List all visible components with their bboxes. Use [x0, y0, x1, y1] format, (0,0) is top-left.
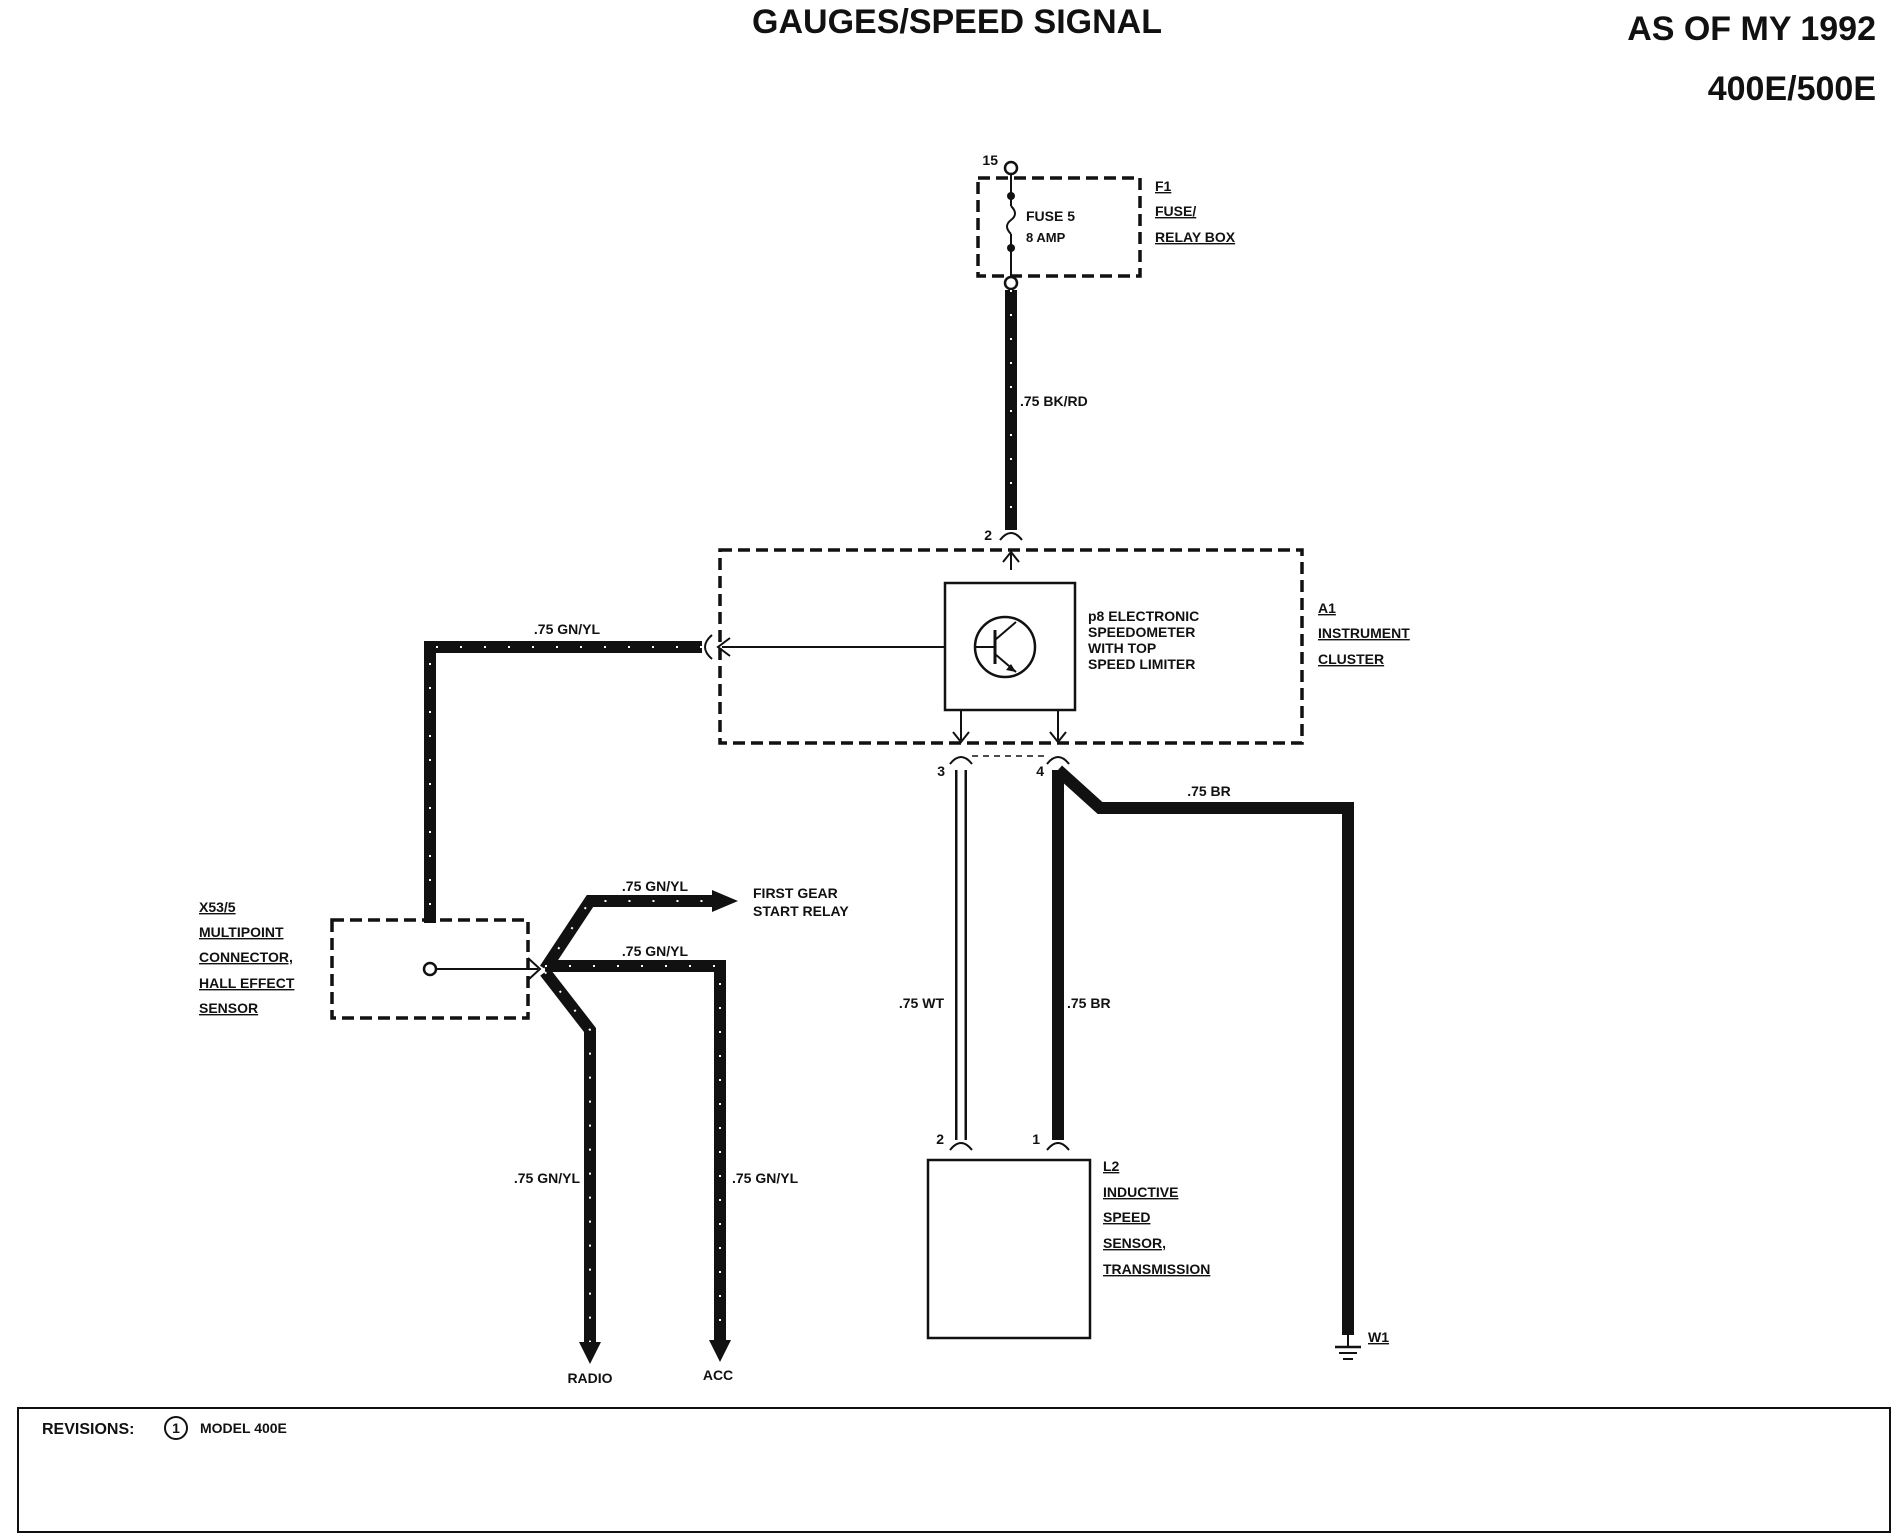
wire-relay: .75 GN/YL FIRST GEAR START RELAY: [539, 878, 849, 973]
sensor-name-1: INDUCTIVE: [1103, 1184, 1178, 1200]
cluster-pin-2: 2: [984, 527, 992, 543]
wire-radio: .75 GN/YL RADIO: [514, 968, 613, 1386]
arrow-acc-icon: [709, 1340, 731, 1362]
connector-name-2: CONNECTOR,: [199, 949, 293, 965]
arrow-relay-icon: [712, 890, 738, 912]
revision-mark-icon: [164, 1416, 188, 1440]
connector-name-4: SENSOR: [199, 1000, 258, 1016]
wire-sensor-wt-label: .75 WT: [899, 995, 945, 1011]
fuse-name-1: FUSE/: [1155, 203, 1196, 219]
multipoint-connector: X53/5 MULTIPOINT CONNECTOR, HALL EFFECT …: [199, 899, 542, 1020]
wire-ground: .75 BR W1: [1053, 765, 1389, 1360]
speedometer-module: [943, 581, 1077, 712]
wire-relay-label: .75 GN/YL: [622, 878, 689, 894]
revisions-box: REVISIONS: 1 MODEL 400E: [17, 1407, 1891, 1533]
pin-2-connector-icon: [999, 532, 1023, 541]
device-label-3: WITH TOP: [1088, 640, 1156, 656]
connector-name-1: MULTIPOINT: [199, 924, 284, 940]
cluster-pin-3: 3: [937, 763, 945, 779]
speed-sensor: L2 INDUCTIVE SPEED SENSOR, TRANSMISSION: [926, 1158, 1210, 1340]
transistor-icon: [973, 615, 1037, 679]
pin-3-connector-icon: [949, 756, 973, 765]
instrument-cluster: p8 ELECTRONIC SPEEDOMETER WITH TOP SPEED…: [716, 548, 1410, 745]
arrow-radio-icon: [579, 1342, 601, 1364]
cluster-ref: A1: [1318, 600, 1336, 616]
device-label-2: SPEEDOMETER: [1088, 624, 1195, 640]
ground-ref: W1: [1368, 1329, 1389, 1345]
connector-name-3: HALL EFFECT: [199, 975, 295, 991]
model-year: AS OF MY 1992: [1627, 10, 1876, 48]
wire-supply-label: .75 BK/RD: [1020, 393, 1088, 409]
sensor-ref: L2: [1103, 1158, 1120, 1174]
splice-point-icon: [422, 961, 438, 977]
wire-sensor-br: .75 BR: [1052, 770, 1111, 1140]
acc-output-label: ACC: [703, 1367, 733, 1383]
model-names: 400E/500E: [1708, 70, 1876, 108]
wire-ground-label: .75 BR: [1187, 783, 1231, 799]
terminal-15-icon: [1003, 160, 1019, 176]
sensor-name-3: SENSOR,: [1103, 1235, 1166, 1251]
wire-acc-top-label: .75 GN/YL: [622, 943, 689, 959]
sensor-pin-1: 1: [1032, 1131, 1040, 1147]
relay-name-1: FIRST GEAR: [753, 885, 838, 901]
connector-ref: X53/5: [199, 899, 236, 915]
fuse-label-1: FUSE 5: [1026, 208, 1075, 224]
radio-output-label: RADIO: [567, 1370, 612, 1386]
device-label-4: SPEED LIMITER: [1088, 656, 1195, 672]
cluster-pin-4: 4: [1036, 763, 1044, 779]
cluster-name-1: INSTRUMENT: [1318, 625, 1410, 641]
revisions-label: REVISIONS:: [42, 1421, 134, 1438]
fuse-label-2: 8 AMP: [1026, 230, 1066, 245]
device-label-1: p8 ELECTRONIC: [1088, 608, 1199, 624]
cluster-name-2: CLUSTER: [1318, 651, 1384, 667]
wire-supply: .75 BK/RD 2: [984, 290, 1088, 570]
fuse-symbol-icon: [1006, 205, 1016, 235]
revision-text: MODEL 400E: [200, 1420, 287, 1436]
sensor-name-4: TRANSMISSION: [1103, 1261, 1210, 1277]
wire-acc-label: .75 GN/YL: [732, 1170, 799, 1186]
terminal-15-label: 15: [982, 152, 998, 168]
revision-mark: 1: [172, 1420, 180, 1436]
wire-sensor-br-label: .75 BR: [1067, 995, 1111, 1011]
wire-speed-out-label: .75 GN/YL: [534, 621, 601, 637]
fuse-name-2: RELAY BOX: [1155, 229, 1236, 245]
fuse-box: 15 FUSE 5 8 AMP F1 FUSE/ RELAY BOX: [976, 152, 1236, 291]
wire-sensor-wt: .75 WT: [899, 770, 967, 1140]
pin-4-connector-icon: [1046, 756, 1070, 765]
wire-radio-label: .75 GN/YL: [514, 1170, 581, 1186]
sensor-pin-1-icon: [1046, 1142, 1070, 1151]
wire-speed-out: .75 GN/YL: [424, 621, 713, 923]
relay-name-2: START RELAY: [753, 903, 849, 919]
sensor-name-2: SPEED: [1103, 1209, 1150, 1225]
fuse-ref: F1: [1155, 178, 1172, 194]
diagram-title: GAUGES/SPEED SIGNAL: [752, 3, 1162, 41]
wire-acc: .75 GN/YL .75 GN/YL ACC: [545, 943, 799, 1383]
ground-icon: [1335, 1335, 1361, 1360]
sensor-pin-2-icon: [949, 1142, 973, 1151]
sensor-pin-2: 2: [936, 1131, 944, 1147]
